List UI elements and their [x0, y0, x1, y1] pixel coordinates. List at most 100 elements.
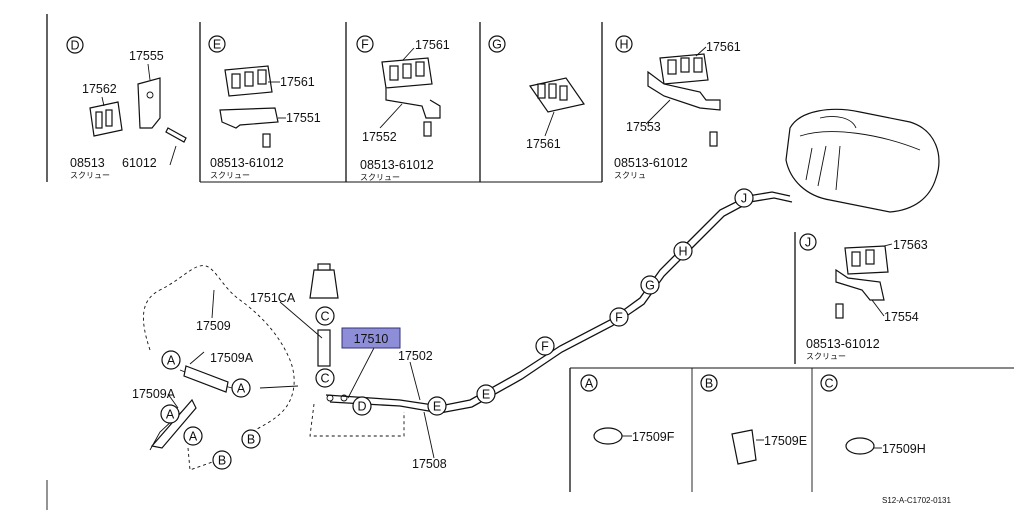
route-marker-circle: [352, 396, 372, 416]
route-marker-letter: B: [247, 433, 255, 447]
route-marker-circle: [476, 384, 496, 404]
panel-letter: C: [824, 377, 833, 391]
callout-a-circle: [580, 374, 598, 392]
panel-letter: F: [361, 38, 369, 52]
filler-hose-drawing: [143, 265, 405, 471]
route-marker-letter: B: [218, 454, 226, 468]
route-marker-circle: [183, 426, 203, 446]
highlighted-part-box[interactable]: 17510: [341, 327, 401, 349]
panel-letter: B: [705, 377, 713, 391]
route-marker-circle: [315, 368, 335, 388]
part-number: 17562: [82, 82, 117, 96]
route-marker-letter: C: [320, 310, 329, 324]
callout-g-circle: [488, 35, 506, 53]
top-panel-dividers: [46, 14, 603, 183]
panel-f: F 17561 17552 08513-61012 スクリュー: [356, 35, 450, 182]
screw-drawing: [165, 127, 187, 143]
panel-d: D 17555 17562 08513 61012 スクリュー: [66, 36, 187, 180]
bracket-drawing: [647, 70, 721, 111]
panel-a: A 17509F: [580, 374, 675, 445]
clamp-drawing: [845, 437, 875, 455]
route-marker-letter: A: [167, 354, 176, 368]
fuel-filter-drawing: [309, 263, 348, 402]
route-marker-circle: [640, 275, 660, 295]
screw-note: スクリュー: [210, 171, 250, 180]
route-marker-letter: F: [541, 340, 549, 354]
part-number: 17561: [526, 137, 561, 151]
callout-d-circle: [66, 36, 84, 54]
route-marker-circle: [161, 350, 181, 370]
route-marker-letter: J: [741, 192, 747, 206]
part-number: 17551: [286, 111, 321, 125]
screw-note: スクリュー: [360, 173, 400, 182]
route-marker-letter: A: [189, 430, 198, 444]
screw-drawing: [709, 131, 718, 147]
screw-drawing: [262, 133, 271, 148]
route-marker-letter: D: [357, 400, 366, 414]
part-number: 17553: [626, 120, 661, 134]
part-number: 08513: [70, 156, 105, 170]
part-number: 17509: [196, 319, 231, 333]
bracket-drawing: [835, 268, 885, 301]
main-part-labels: 17509 17509A 17509A 1751CA 17510 17502 1…: [132, 291, 447, 471]
route-marker-circle: [160, 404, 180, 424]
bottom-panels: [569, 367, 1014, 492]
panel-h: H 17561 17553 08513-61012 スクリュ: [614, 35, 741, 180]
bracket-drawing: [137, 77, 161, 129]
panel-letter: D: [70, 39, 79, 53]
panel-letter: A: [585, 377, 594, 391]
part-number: 08513-61012: [210, 156, 284, 170]
route-marker-letter: F: [615, 311, 623, 325]
route-marker-letter: E: [433, 400, 441, 414]
panel-b: B 17509E: [700, 374, 807, 465]
screw-note: スクリュ: [614, 171, 646, 180]
route-marker-circle: [535, 336, 555, 356]
diagram-code: S12-A-C1702-0131: [882, 496, 951, 505]
panel-e: E 17561 17551 08513-61012 スクリュー: [208, 35, 321, 180]
route-marker-circle: [673, 241, 693, 261]
part-number: 17554: [884, 310, 919, 324]
panel-c: C 17509H: [820, 374, 926, 456]
panel-letter: H: [619, 38, 628, 52]
screw-drawing: [835, 303, 844, 319]
part-number: 17509H: [882, 442, 926, 456]
panel-letter: E: [213, 38, 221, 52]
part-number: 08513-61012: [614, 156, 688, 170]
route-marker-circle: [734, 188, 754, 208]
leader-lines: [167, 289, 435, 459]
part-number: 1751CA: [250, 291, 296, 305]
route-marker-letter: A: [166, 408, 175, 422]
highlighted-part-number[interactable]: 17510: [354, 332, 389, 346]
callout-j-circle: [799, 233, 817, 251]
bracket-drawing: [385, 88, 441, 119]
bracket-drawing: [219, 107, 279, 129]
callout-f-circle: [356, 35, 374, 53]
route-marker-circle: [609, 307, 629, 327]
part-number: 17509A: [132, 387, 176, 401]
callout-h-circle: [615, 35, 633, 53]
route-marker-letter: A: [237, 382, 246, 396]
panel-letter: G: [492, 38, 502, 52]
part-number: 17552: [362, 130, 397, 144]
route-marker-circle: [212, 450, 232, 470]
screw-note: スクリュー: [806, 352, 846, 361]
route-marker-circle: [427, 396, 447, 416]
clamp-drawing: [731, 429, 757, 465]
callout-b-circle: [700, 374, 718, 392]
part-number: 17563: [893, 238, 928, 252]
screw-note: スクリュー: [70, 171, 110, 180]
part-number: 17502: [398, 349, 433, 363]
part-number: 17509E: [764, 434, 807, 448]
callout-e-circle: [208, 35, 226, 53]
part-number: 17561: [280, 75, 315, 89]
panel-j: J 17563 17554 08513-61012 スクリュー: [794, 232, 928, 364]
part-number: 17508: [412, 457, 447, 471]
route-marker-circle: [315, 306, 335, 326]
part-number: 17509A: [210, 351, 254, 365]
fuel-pipe: [325, 191, 793, 414]
part-number: 08513-61012: [360, 158, 434, 172]
part-number: 61012: [122, 156, 157, 170]
route-marker-letter: G: [645, 279, 655, 293]
